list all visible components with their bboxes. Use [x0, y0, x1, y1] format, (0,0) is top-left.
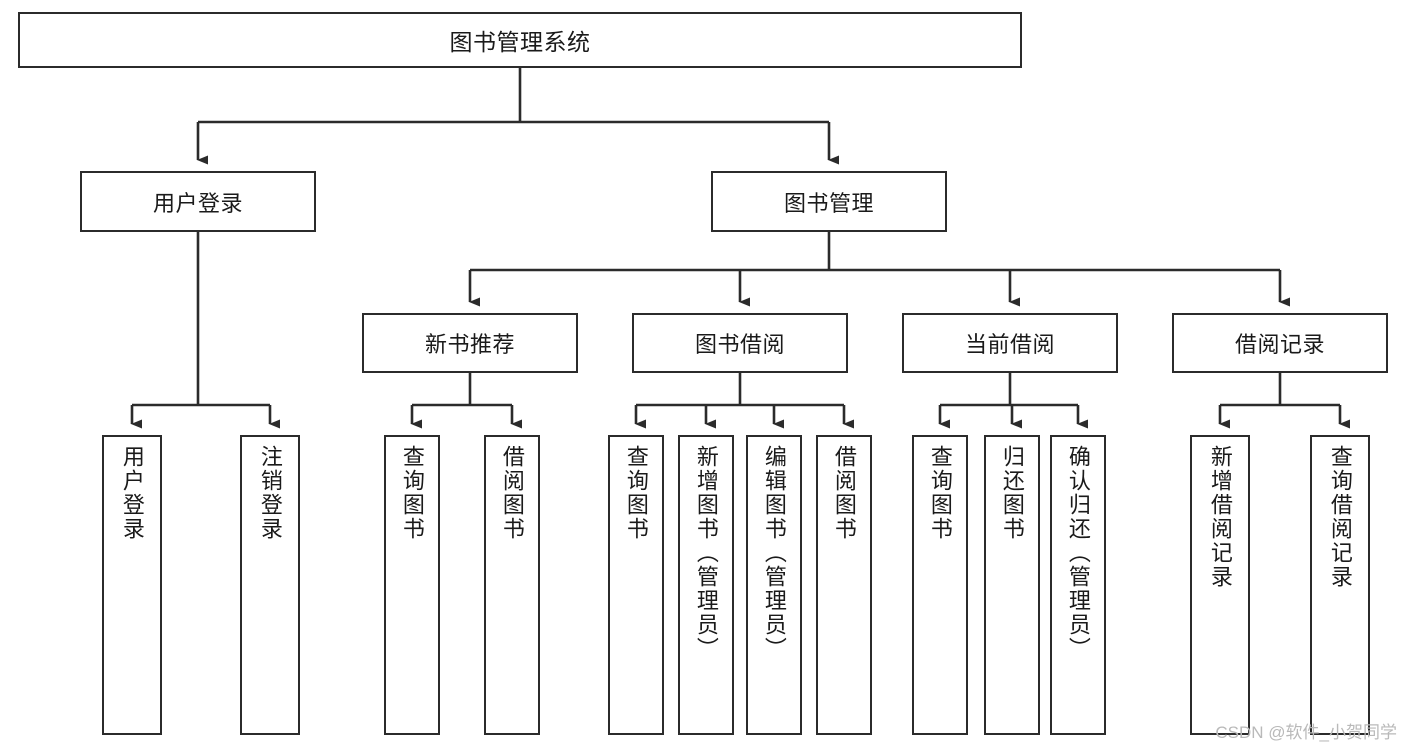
node-label: 图书借阅 [694, 332, 785, 357]
node-label: 编辑图书（管理员） [761, 445, 787, 661]
node-label: 查询图书 [927, 445, 953, 541]
csdn-watermark: CSDN @软件_小贺同学 [1215, 723, 1397, 742]
node-label: 归还图书 [999, 445, 1025, 541]
node-level2-0[interactable]: 新书推荐 [362, 313, 578, 373]
node-level1-1[interactable]: 图书管理 [711, 171, 947, 232]
node-level1-0[interactable]: 用户登录 [80, 171, 316, 232]
node-label: 用户登录 [152, 190, 243, 216]
node-leaf-12[interactable]: 查询借阅记录 [1310, 435, 1370, 735]
node-label: 当前借阅 [964, 332, 1055, 357]
node-label: 新增图书（管理员） [693, 445, 719, 661]
node-label: 新书推荐 [424, 332, 515, 357]
node-leaf-7[interactable]: 借阅图书 [816, 435, 872, 735]
node-leaf-0[interactable]: 用户登录 [102, 435, 162, 735]
node-label: 用户登录 [119, 445, 145, 541]
node-leaf-8[interactable]: 查询图书 [912, 435, 968, 735]
node-leaf-3[interactable]: 借阅图书 [484, 435, 540, 735]
node-leaf-6[interactable]: 编辑图书（管理员） [746, 435, 802, 735]
node-leaf-10[interactable]: 确认归还（管理员） [1050, 435, 1106, 735]
node-label: 查询借阅记录 [1327, 445, 1353, 589]
node-leaf-1[interactable]: 注销登录 [240, 435, 300, 735]
node-level2-2[interactable]: 当前借阅 [902, 313, 1118, 373]
node-label: 借阅记录 [1234, 332, 1325, 357]
node-label: 借阅图书 [831, 445, 857, 541]
node-leaf-11[interactable]: 新增借阅记录 [1190, 435, 1250, 735]
node-leaf-9[interactable]: 归还图书 [984, 435, 1040, 735]
node-label: 图书管理系统 [449, 29, 591, 55]
node-leaf-2[interactable]: 查询图书 [384, 435, 440, 735]
node-leaf-4[interactable]: 查询图书 [608, 435, 664, 735]
node-label: 注销登录 [257, 445, 283, 541]
node-label: 确认归还（管理员） [1065, 445, 1091, 661]
node-label: 新增借阅记录 [1207, 445, 1233, 589]
node-root-system[interactable]: 图书管理系统 [18, 12, 1022, 68]
node-label: 查询图书 [623, 445, 649, 541]
node-leaf-5[interactable]: 新增图书（管理员） [678, 435, 734, 735]
node-level2-1[interactable]: 图书借阅 [632, 313, 848, 373]
node-label: 图书管理 [783, 190, 874, 216]
node-label: 查询图书 [399, 445, 425, 541]
node-level2-3[interactable]: 借阅记录 [1172, 313, 1388, 373]
node-label: 借阅图书 [499, 445, 525, 541]
